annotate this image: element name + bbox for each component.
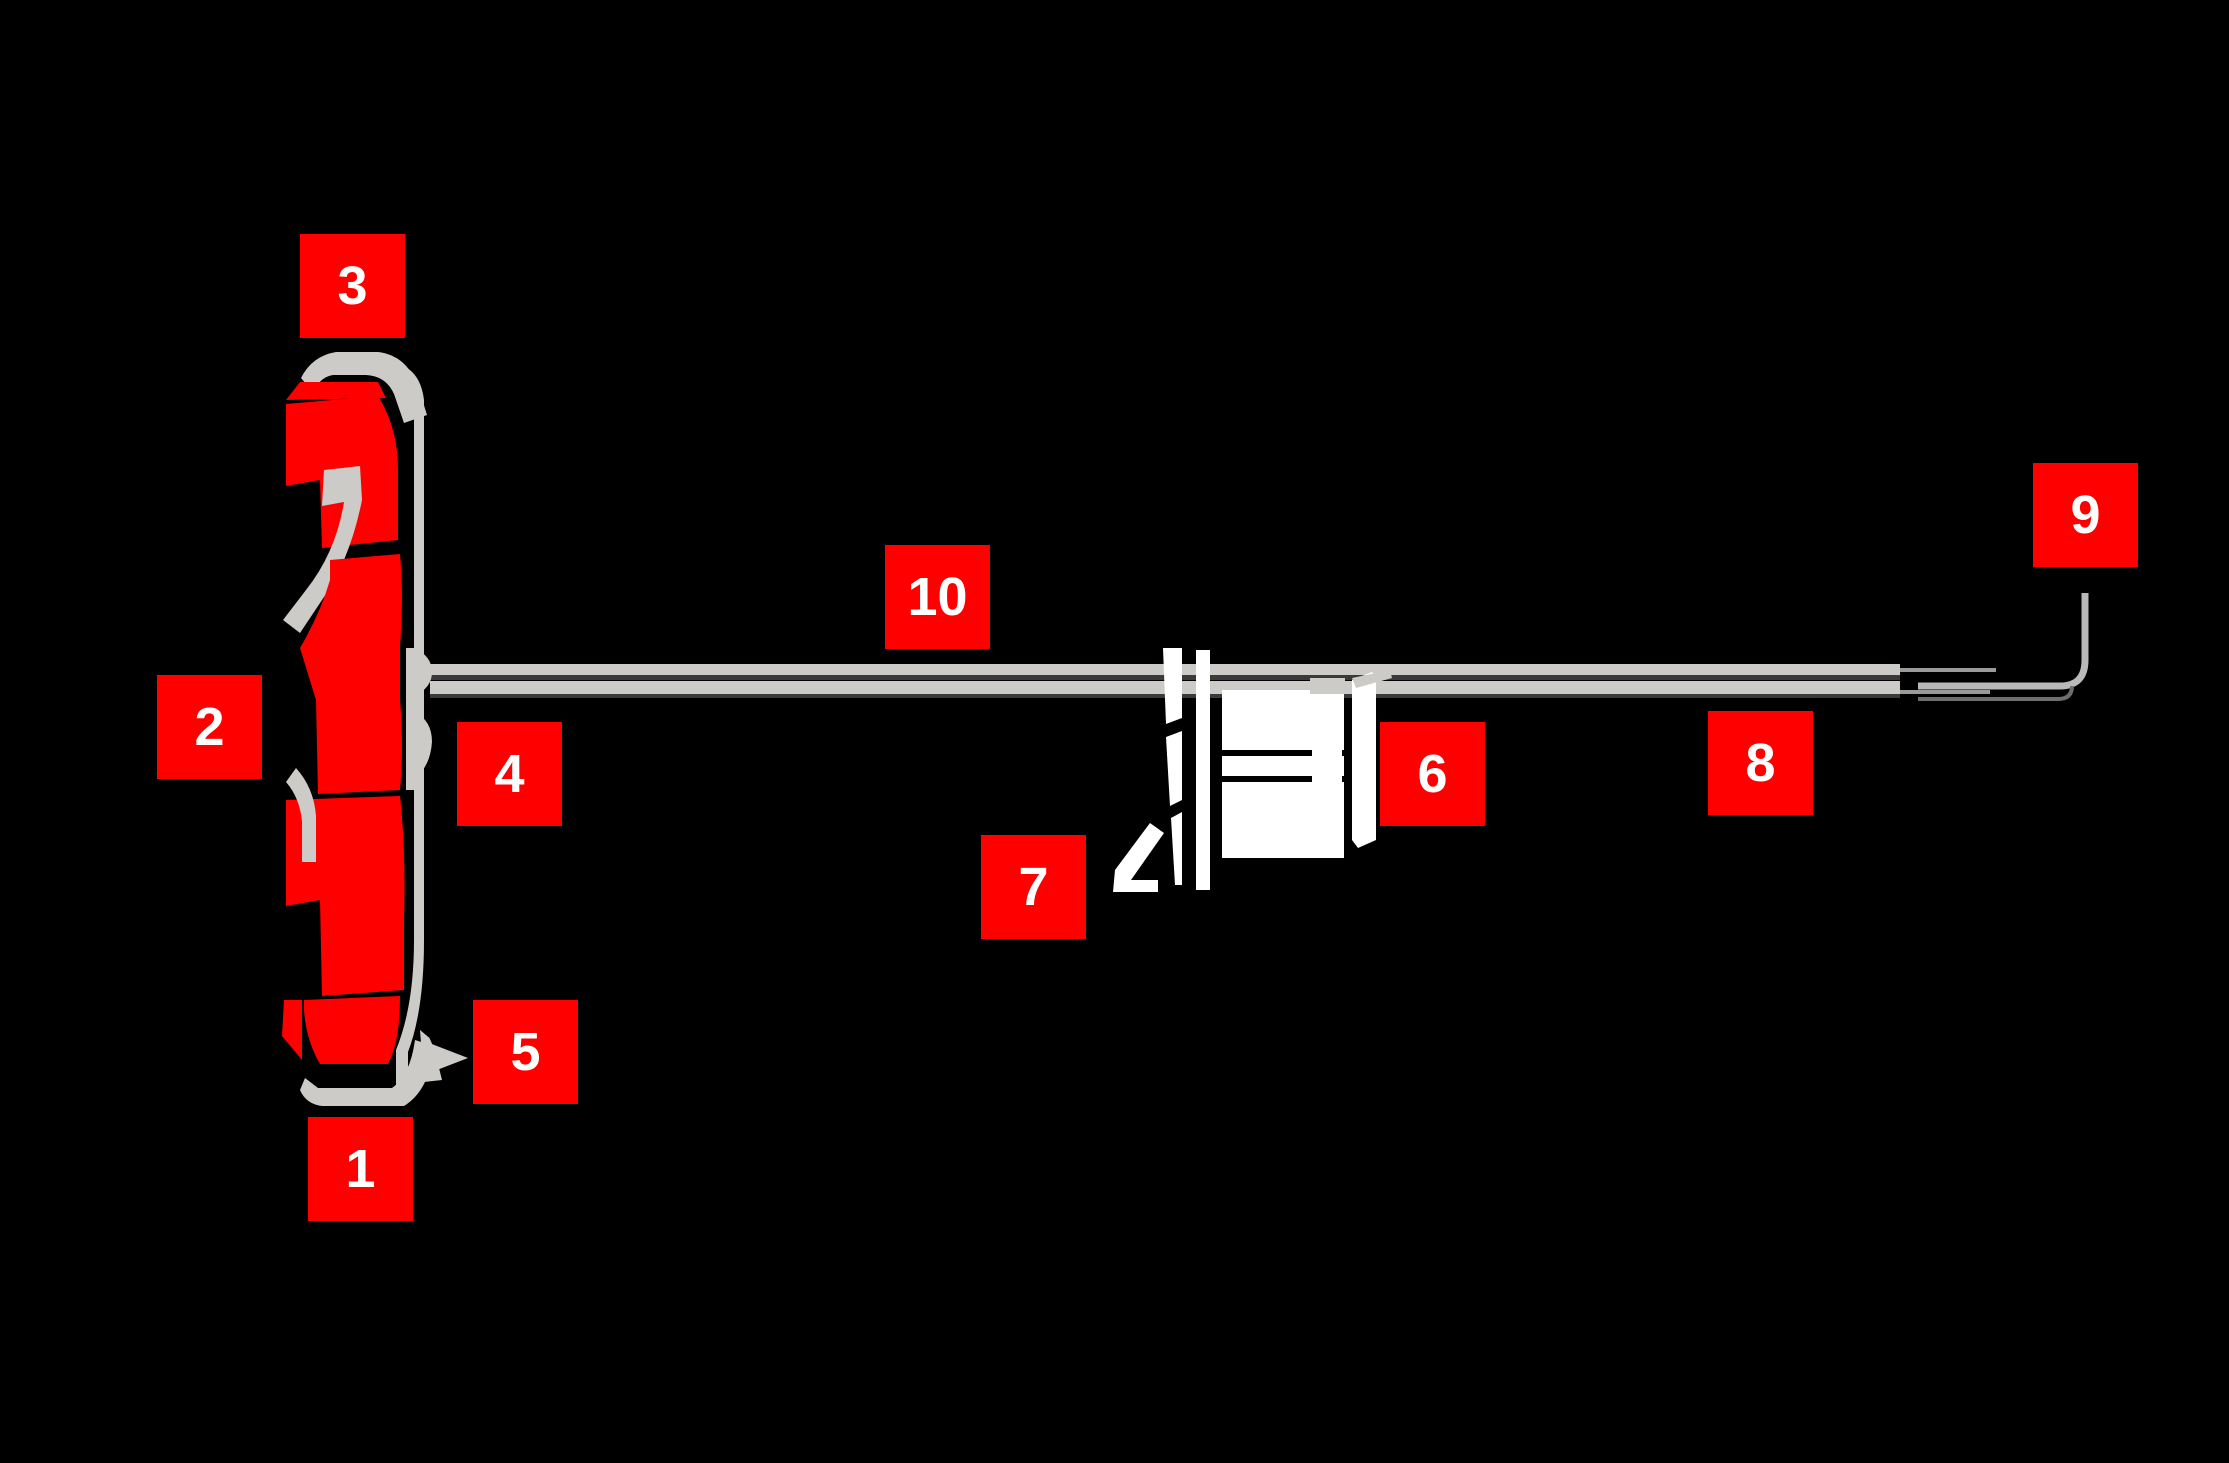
callout-badge-5[interactable]: 5 xyxy=(473,1000,578,1104)
callout-label-10: 10 xyxy=(907,567,968,627)
handle-bottom-wedge xyxy=(282,1000,302,1060)
callout-badge-10[interactable]: 10 xyxy=(885,545,990,649)
bent-shaft-tip xyxy=(1900,668,1996,694)
t-handle-grip xyxy=(282,352,434,1106)
release-lever xyxy=(1113,823,1164,892)
callout-label-8: 8 xyxy=(1745,733,1776,793)
callout-label-6: 6 xyxy=(1417,744,1448,804)
callout-label-7: 7 xyxy=(1018,857,1049,917)
callout-badge-1[interactable]: 1 xyxy=(308,1117,413,1221)
handle-spine xyxy=(390,363,424,1095)
callout-label-4: 4 xyxy=(494,744,525,804)
callout-badge-6[interactable]: 6 xyxy=(1380,722,1485,826)
callout-label-1: 1 xyxy=(345,1139,376,1199)
locking-collar-outer xyxy=(1352,672,1376,848)
handle-grip-bottom xyxy=(304,996,400,1064)
callout-badge-7[interactable]: 7 xyxy=(981,835,1086,939)
callout-label-5: 5 xyxy=(510,1022,541,1082)
handle-grip-mid xyxy=(300,554,402,794)
handle-bottom-foot xyxy=(300,1040,434,1106)
callout-badge-9[interactable]: 9 xyxy=(2033,463,2138,567)
handle-finger-groove xyxy=(283,466,362,633)
locking-collar-bevel xyxy=(1352,670,1392,688)
handle-lower-groove xyxy=(286,768,316,862)
callout-badge-3[interactable]: 3 xyxy=(300,234,405,338)
handle-grip-top-slab xyxy=(286,382,386,400)
callout-badge-8[interactable]: 8 xyxy=(1708,711,1813,815)
curved-leader-line xyxy=(1918,593,2089,701)
quick-change-chuck xyxy=(1163,648,1392,890)
handle-shaft-collar xyxy=(406,648,432,790)
callout-label-9: 9 xyxy=(2070,485,2101,545)
callout-label-2: 2 xyxy=(194,697,225,757)
callout-label-3: 3 xyxy=(337,256,368,316)
chuck-shoulder xyxy=(1310,678,1345,694)
callout-badge-4[interactable]: 4 xyxy=(457,722,562,826)
handle-top-cap xyxy=(301,352,427,423)
chuck-divider xyxy=(1196,650,1210,890)
callout-badge-2[interactable]: 2 xyxy=(157,675,262,779)
chuck-left-flange xyxy=(1163,648,1182,885)
arrow-pointer xyxy=(420,1030,468,1082)
locking-collar-inner xyxy=(1312,707,1342,811)
